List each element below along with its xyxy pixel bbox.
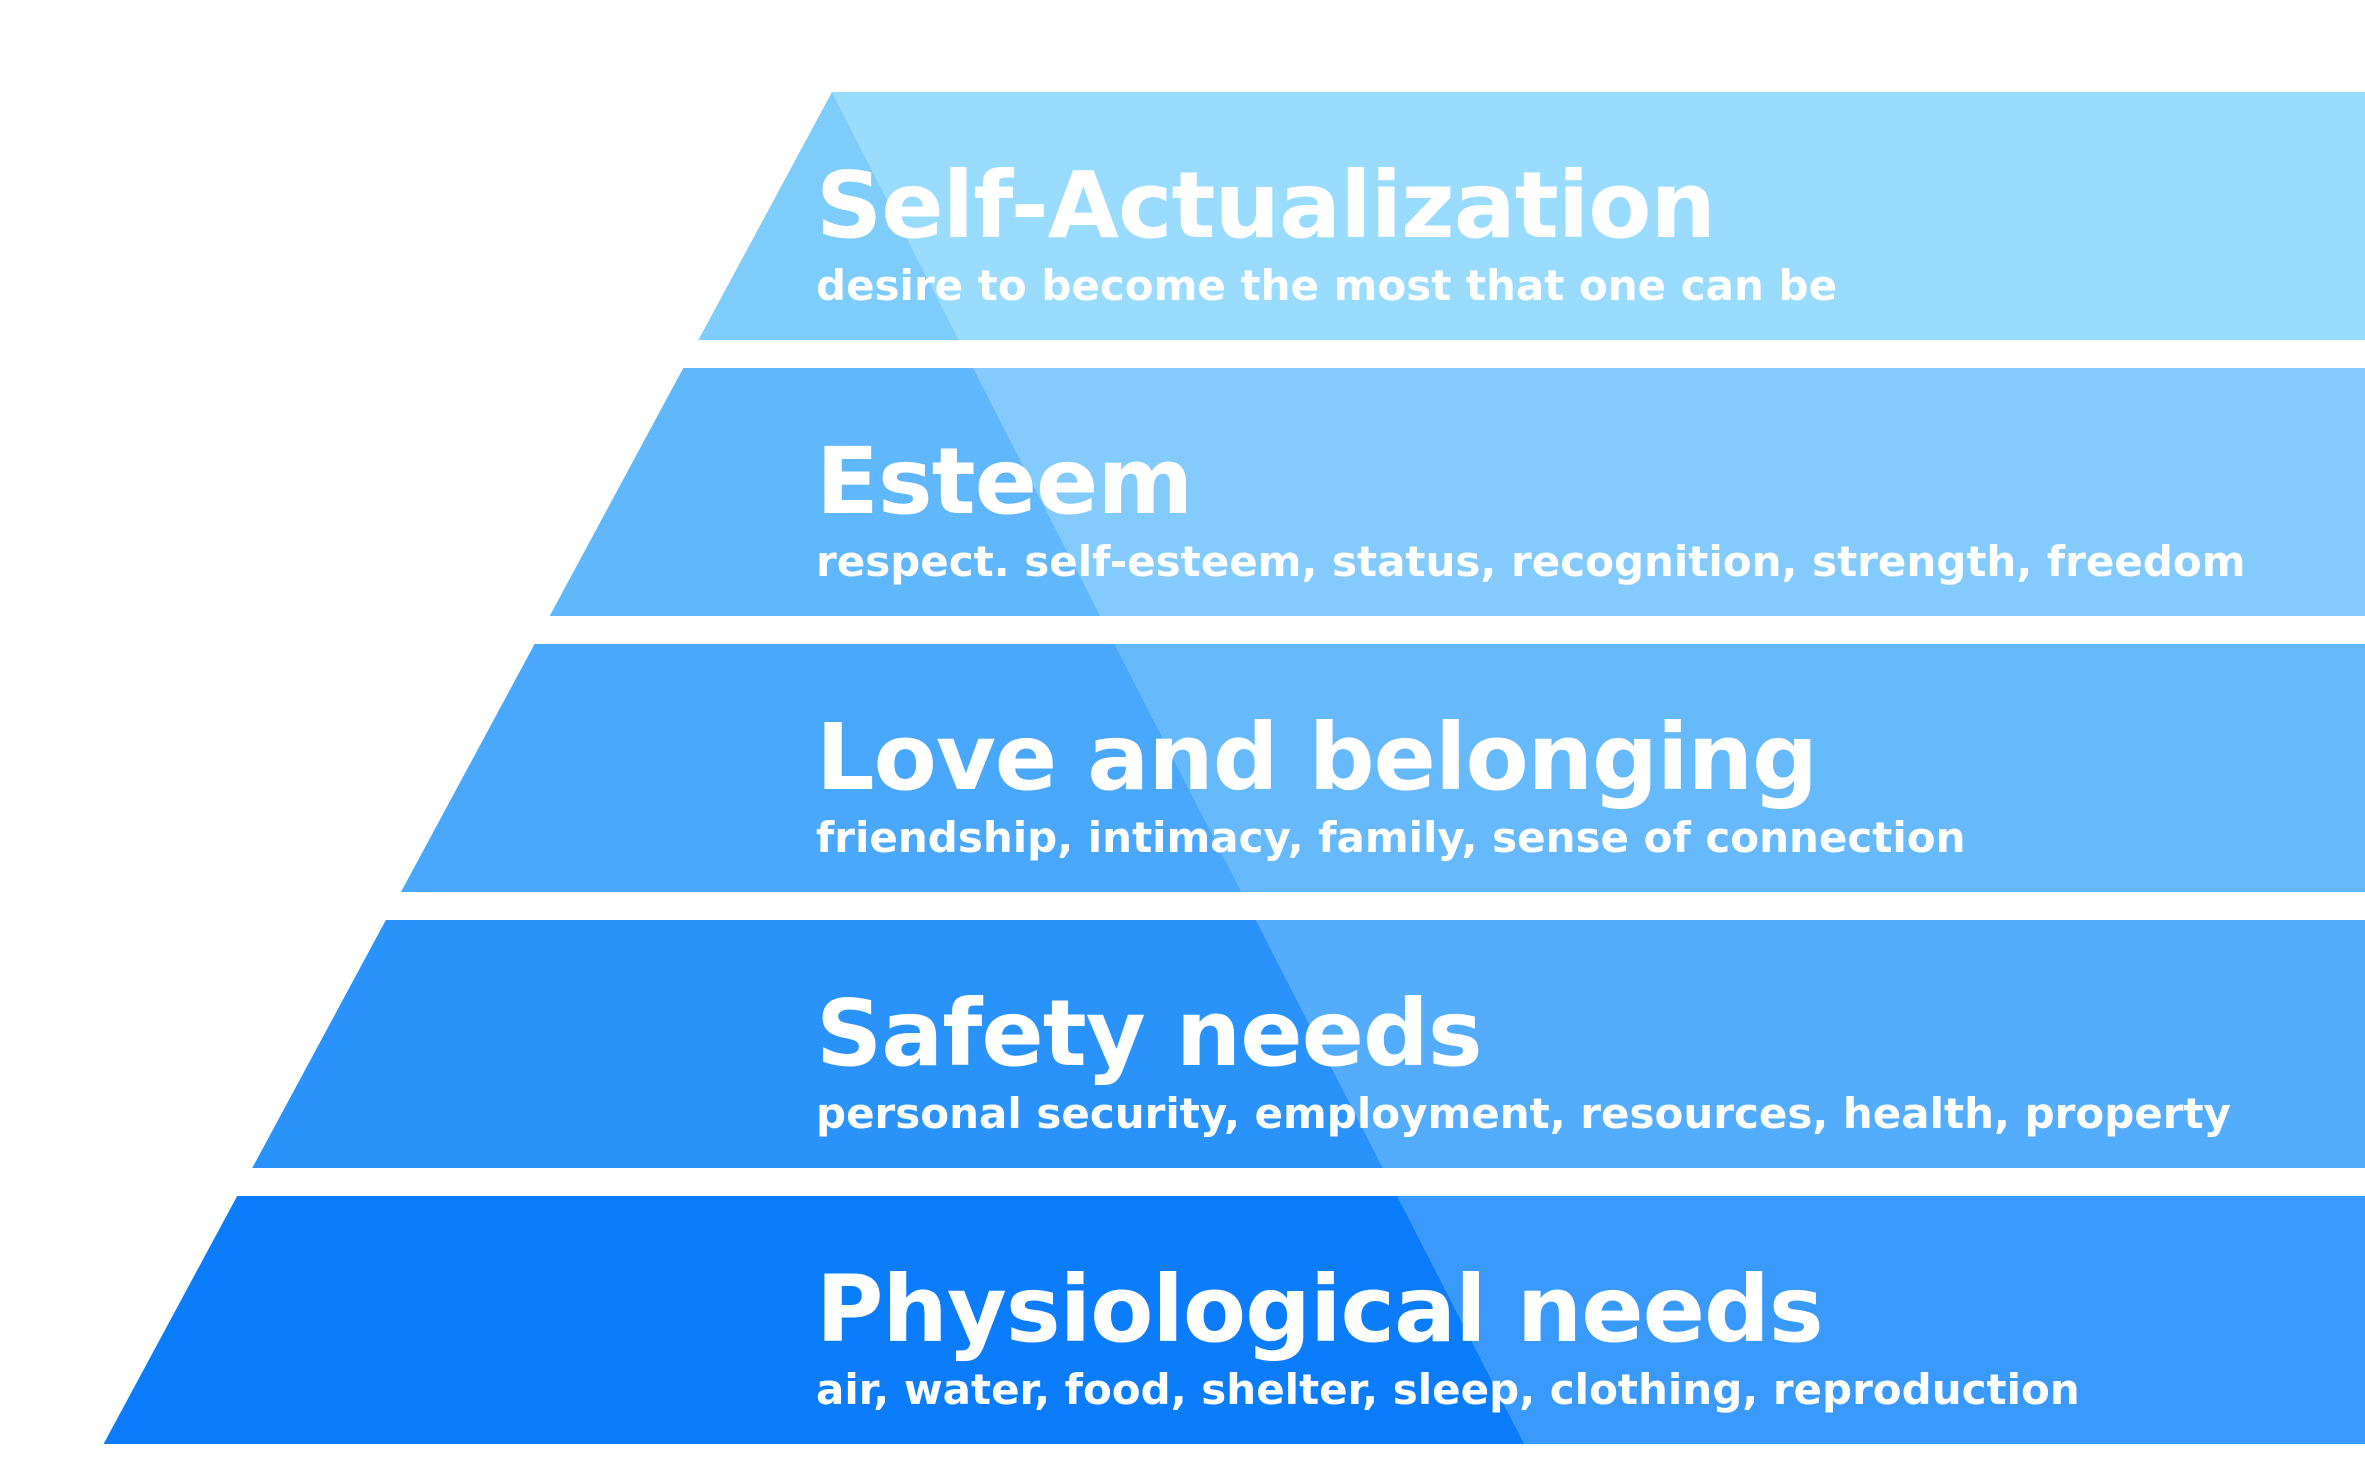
tier-safety-needs-left-face xyxy=(252,920,1384,1168)
tier-self-actualization-right-face xyxy=(832,92,2365,340)
tier-physiological-needs-description: air, water, food, shelter, sleep, clothi… xyxy=(816,1365,2080,1414)
tier-safety-needs-right-face xyxy=(1256,920,2365,1168)
tier-love-and-belonging-right-face xyxy=(1114,644,2365,892)
tier-safety-needs-title: Safety needs xyxy=(816,980,1482,1087)
tier-physiological-needs-left-face xyxy=(103,1196,1525,1444)
tier-self-actualization-title: Self-Actualization xyxy=(816,152,1715,259)
tier-physiological-needs-title: Physiological needs xyxy=(816,1256,1823,1363)
tier-self-actualization: Self-Actualization desire to become the … xyxy=(698,92,2365,340)
tier-physiological-needs-right-face xyxy=(1397,1196,2365,1444)
tier-esteem-description: respect. self-esteem, status, recognitio… xyxy=(816,537,2246,586)
tier-self-actualization-left-face xyxy=(698,92,960,340)
tier-esteem: Esteem respect. self-esteem, status, rec… xyxy=(549,368,2365,616)
tier-love-and-belonging: Love and belonging friendship, intimacy,… xyxy=(400,644,2365,892)
tier-esteem-title: Esteem xyxy=(816,428,1192,535)
tier-love-and-belonging-title: Love and belonging xyxy=(816,704,1817,811)
tier-self-actualization-description: desire to become the most that one can b… xyxy=(816,261,1837,310)
tier-physiological-needs: Physiological needs air, water, food, sh… xyxy=(103,1196,2365,1444)
tier-esteem-left-face xyxy=(549,368,1101,616)
tier-love-and-belonging-left-face xyxy=(400,644,1242,892)
tier-esteem-right-face xyxy=(973,368,2365,616)
tier-safety-needs-description: personal security, employment, resources… xyxy=(816,1089,2231,1138)
tier-love-and-belonging-description: friendship, intimacy, family, sense of c… xyxy=(816,813,1966,862)
tier-safety-needs: Safety needs personal security, employme… xyxy=(252,920,2365,1168)
